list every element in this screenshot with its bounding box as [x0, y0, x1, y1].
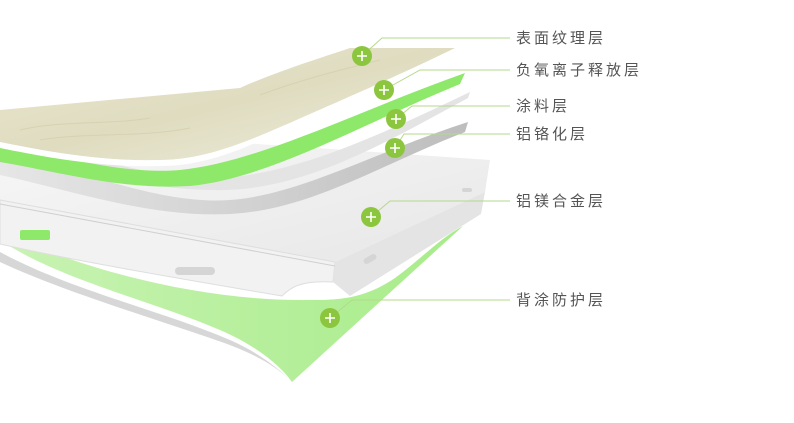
surface-texture-layer: [0, 48, 455, 167]
chrome-layer: [0, 122, 468, 215]
label-chrome: 铝铬化层: [516, 125, 589, 143]
plus-circle-icon[interactable]: [385, 138, 405, 158]
label-surface-texture: 表面纹理层: [516, 29, 607, 47]
label-coating: 涂料层: [516, 97, 571, 115]
plus-circle-icon[interactable]: [386, 109, 406, 129]
plus-circle-icon[interactable]: [320, 308, 340, 328]
coating-layer: [0, 92, 470, 191]
plus-circle-icon[interactable]: [374, 80, 394, 100]
back-coating-layer: [0, 226, 463, 382]
label-alloy: 铝镁合金层: [516, 192, 607, 210]
anion-release-layer: [0, 73, 465, 187]
label-back-coating: 背涂防护层: [516, 291, 607, 309]
plus-circle-icon[interactable]: [361, 207, 381, 227]
plus-circle-icon[interactable]: [352, 46, 372, 66]
plus-markers: [320, 46, 406, 328]
label-anion-release: 负氧离子释放层: [516, 61, 643, 79]
